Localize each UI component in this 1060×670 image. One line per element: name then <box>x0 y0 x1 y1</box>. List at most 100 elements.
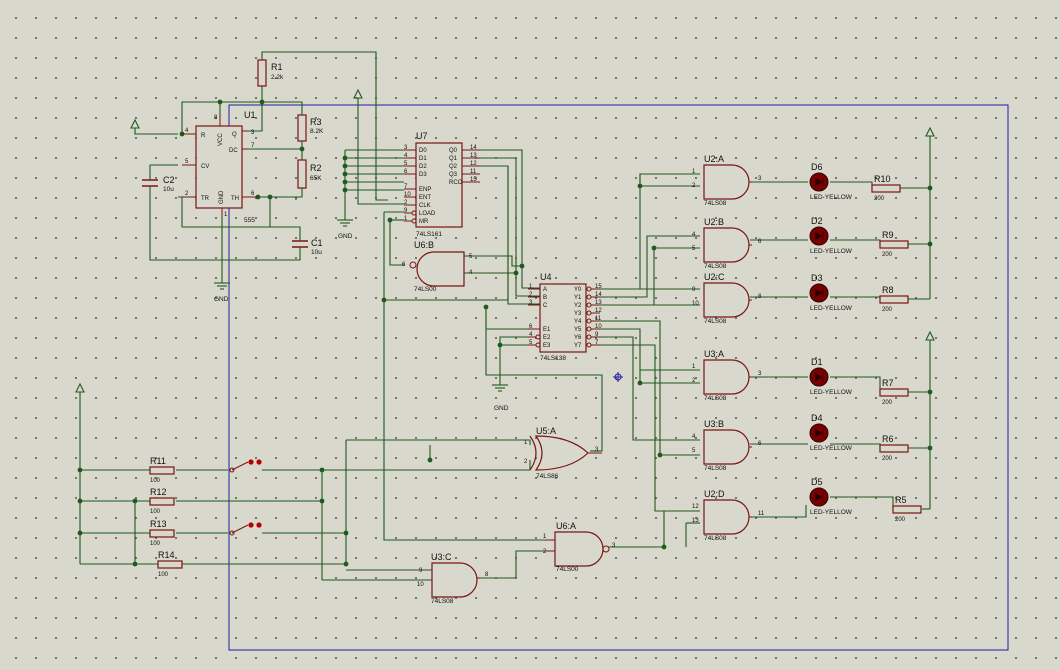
output-resistor-value: 200 <box>882 307 893 313</box>
u4-pin-num: 1 <box>529 284 533 290</box>
r2-value: 65K <box>310 175 322 182</box>
u4-out-num: 13 <box>595 300 602 306</box>
u7-out-num: 15 <box>470 177 477 183</box>
and-gate-part: 74LS08 <box>704 465 727 472</box>
c1-capacitor[interactable]: C1 10u <box>292 238 323 256</box>
u4-pin-label: E1 <box>543 327 551 333</box>
and-gate-ref: U2:D <box>704 489 725 499</box>
and-gate-ref: U3:B <box>704 419 724 429</box>
and-gates[interactable]: U2:A74LS08123U2:B74LS08456U2:C74LS089108… <box>692 154 765 542</box>
u4-out-num: 14 <box>595 292 602 298</box>
u6b-pin-num: 6 <box>402 262 406 268</box>
u6a-pin-num: 3 <box>612 543 616 549</box>
u6a-nand-gate[interactable]: U6:A 74LS00 1 2 3 <box>543 521 616 573</box>
output-resistor-3[interactable]: R8 200 <box>879 285 909 313</box>
output-resistor-value: 200 <box>895 517 906 523</box>
led-ref: D4 <box>811 413 823 423</box>
input-resistor-2[interactable]: R12 100 <box>149 487 175 515</box>
and-gate-pin-num: 4 <box>692 232 696 238</box>
led-part: LED-YELLOW <box>810 194 853 201</box>
u5a-pin-num: 3 <box>595 447 599 453</box>
u4-pin-label: A <box>543 287 547 293</box>
led-part: LED-YELLOW <box>810 248 853 255</box>
output-resistor-6[interactable]: R5 200 <box>892 495 922 523</box>
u7-counter[interactable]: U7 74LS161 D03D14D25D36ENP7ENT10CLK2LOAD… <box>404 131 480 238</box>
u5a-ref: U5:A <box>536 426 556 436</box>
u5a-xor-gate[interactable]: U5:A 74LS86 1 2 3 <box>524 426 602 480</box>
u7-ref: U7 <box>416 131 428 141</box>
u7-out-label: Q3 <box>449 172 458 178</box>
input-resistor-ref: R12 <box>150 487 167 497</box>
input-switches[interactable] <box>229 459 262 536</box>
and-gate-part: 74LS08 <box>704 535 727 542</box>
u3c-pin-num: 8 <box>485 572 489 578</box>
junction-dots <box>77 99 933 567</box>
u1-pin-gnd: GND <box>219 190 225 204</box>
u5a-pin-num: 1 <box>524 440 528 446</box>
input-resistor-value: 100 <box>150 509 161 515</box>
u5a-part: 74LS86 <box>536 473 559 480</box>
led-part: LED-YELLOW <box>810 445 853 452</box>
and-gate-pin-num: 8 <box>758 294 762 300</box>
u7-pin-num: 7 <box>404 184 408 190</box>
u1-555-timer[interactable]: U1 555 R Q DC CV TR TH VCC GND 4 8 3 7 5… <box>182 110 258 224</box>
c2-capacitor[interactable]: C2 10u <box>142 173 175 193</box>
input-resistor-ref: R14 <box>158 550 175 560</box>
u6b-nand-gate[interactable]: U6:B 74LS00 5 4 6 <box>402 240 473 293</box>
u3c-and-gate[interactable]: U3:C 74LS08 9 10 8 <box>417 552 489 605</box>
u4-out-label: Y5 <box>574 327 582 333</box>
u4-out-num: 15 <box>595 284 602 290</box>
output-resistor-ref: R8 <box>882 285 894 295</box>
u7-out-num: 11 <box>470 169 477 175</box>
and-gate-pin-num: 2 <box>692 183 696 189</box>
u1-pin-num: 3 <box>251 130 255 136</box>
u1-pin-num: 4 <box>185 128 189 134</box>
and-gate-ref: U3:A <box>704 349 724 359</box>
u4-pin-label: B <box>543 295 547 301</box>
r1-resistor[interactable]: R1 2.2k <box>257 59 284 87</box>
output-resistor-ref: R5 <box>895 495 907 505</box>
u4-out-num: 10 <box>595 324 602 330</box>
u6b-pin-num: 5 <box>469 254 473 260</box>
switch-contact-icon[interactable] <box>256 459 262 465</box>
u7-pin-label: CLK <box>419 203 431 209</box>
output-resistor-ref: R9 <box>882 230 894 240</box>
r2-resistor[interactable]: R2 65K <box>297 159 322 189</box>
u7-pin-num: 9 <box>404 208 408 214</box>
switch-contact-icon[interactable] <box>256 522 262 528</box>
r3-resistor[interactable]: R3 8.2K <box>297 114 324 142</box>
switch-contact-icon[interactable] <box>248 459 254 465</box>
u1-pin-th: TH <box>231 196 239 202</box>
output-resistor-value: 200 <box>882 456 893 462</box>
ground-icon <box>492 384 508 392</box>
u4-pin-num: 5 <box>529 340 533 346</box>
u4-out-label: Y0 <box>574 287 582 293</box>
u7-pin-num: 10 <box>404 192 411 198</box>
switch-contact-icon[interactable] <box>248 522 254 528</box>
